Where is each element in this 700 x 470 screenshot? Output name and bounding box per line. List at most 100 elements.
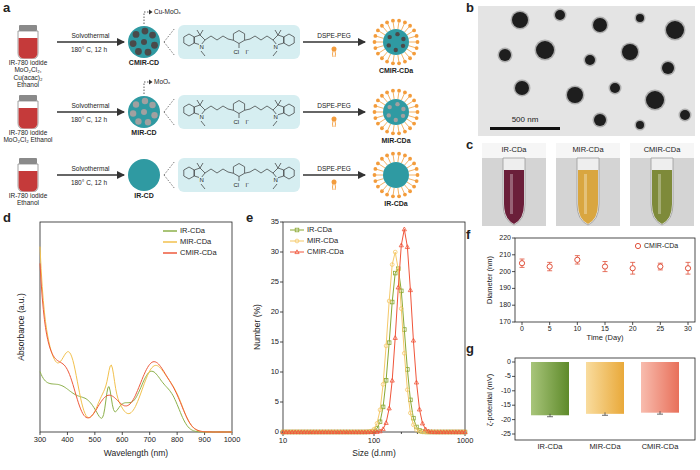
vial-shape bbox=[2, 158, 54, 192]
peg-chain bbox=[383, 185, 388, 190]
bond-line bbox=[245, 106, 273, 110]
atom-label: I⁻ bbox=[245, 49, 250, 56]
peg-chain bbox=[377, 46, 384, 48]
bond-line bbox=[273, 121, 277, 126]
data-marker bbox=[402, 351, 406, 355]
atom-label: I⁻ bbox=[245, 119, 250, 126]
product-name: IR-CD bbox=[122, 192, 166, 200]
peg-chain bbox=[405, 97, 410, 102]
bond-line bbox=[197, 30, 200, 35]
data-marker bbox=[387, 406, 391, 410]
peg-chain bbox=[379, 164, 385, 168]
lipid-head bbox=[373, 104, 377, 108]
axis-label: 200 bbox=[499, 268, 511, 276]
peg-chain bbox=[383, 160, 388, 165]
lipid-head bbox=[373, 116, 377, 120]
peg-chain bbox=[405, 52, 410, 57]
reagent-text: IR-780 iodide Ethanol bbox=[2, 192, 54, 207]
peg-chain bbox=[388, 94, 391, 100]
bond-line bbox=[201, 121, 205, 126]
panel-letter: e bbox=[246, 211, 253, 225]
lipid-head bbox=[376, 52, 380, 56]
legend-sample bbox=[290, 252, 304, 253]
legend-sample bbox=[290, 241, 304, 242]
lipid-icon bbox=[333, 184, 336, 190]
panel-letter: d bbox=[3, 211, 11, 225]
axis-label: 5 bbox=[548, 325, 552, 333]
axis-tick bbox=[512, 434, 515, 435]
axis-label: 180 bbox=[499, 301, 511, 309]
data-line bbox=[40, 247, 232, 432]
axis-label: Number (%) bbox=[253, 304, 262, 350]
axis-tick bbox=[660, 322, 661, 325]
process-arrow bbox=[303, 174, 365, 176]
data-line bbox=[283, 229, 465, 432]
tube-shape bbox=[651, 158, 673, 225]
error-bar bbox=[657, 414, 663, 415]
peg-chain bbox=[376, 112, 383, 113]
peg-chain bbox=[377, 179, 384, 181]
data-marker bbox=[384, 379, 388, 383]
data-marker bbox=[390, 263, 394, 267]
axis-label: Absorbance (a.u.) bbox=[17, 293, 26, 361]
lipid-head bbox=[403, 130, 407, 134]
reagent-text: IR-780 iodide MoO₂Cl₂, Cu(acac)₂ Ethanol bbox=[2, 59, 54, 89]
dotted-connector bbox=[164, 161, 175, 189]
category-label: CMIR-CDa bbox=[642, 443, 679, 451]
data-marker bbox=[399, 243, 403, 247]
atom-label: N bbox=[199, 44, 204, 51]
axis-label: 700 bbox=[143, 436, 156, 444]
nanoparticle-blob bbox=[621, 43, 640, 62]
bar bbox=[641, 362, 679, 413]
lipid-icon bbox=[332, 47, 337, 52]
peg-chain bbox=[405, 27, 410, 32]
vial-shape bbox=[2, 25, 54, 59]
axis-tick bbox=[280, 372, 283, 373]
bond-line bbox=[278, 30, 281, 35]
error-bar bbox=[575, 264, 580, 265]
data-marker bbox=[295, 239, 299, 243]
metal-oxide-dot bbox=[135, 118, 141, 124]
tube-highlight bbox=[584, 174, 587, 214]
nanoparticle-blob bbox=[610, 83, 620, 93]
nanoparticle-blob bbox=[585, 55, 595, 65]
legend-text: IR-CDa bbox=[307, 226, 332, 234]
lipid-head bbox=[373, 173, 377, 177]
axis-tick bbox=[67, 432, 68, 435]
data-marker bbox=[390, 378, 394, 382]
data-marker bbox=[408, 288, 412, 292]
metal-oxide-dot bbox=[395, 102, 399, 106]
panel-letter: a bbox=[3, 1, 10, 15]
peg-chain bbox=[388, 187, 391, 193]
vial-liquid bbox=[19, 38, 38, 58]
edge-label: DSPE-PEG bbox=[317, 165, 351, 172]
atom-label: N bbox=[199, 177, 204, 184]
lipid-head bbox=[408, 157, 412, 161]
coated-nanoparticle: MIR-CDa bbox=[368, 87, 424, 145]
bond-line bbox=[205, 106, 233, 110]
legend-text: CMIR-CDa bbox=[307, 248, 344, 256]
atom-label: N bbox=[273, 177, 278, 184]
vial-cap bbox=[19, 95, 37, 101]
error-bar bbox=[550, 414, 551, 417]
callout-label: Cu-MoOₓ bbox=[154, 8, 181, 15]
tube-highlight bbox=[510, 174, 513, 214]
tube-liquid bbox=[578, 170, 598, 224]
peg-chain bbox=[408, 179, 415, 181]
product-name: CMIR-CD bbox=[122, 59, 166, 67]
nanoparticle-shape bbox=[368, 17, 424, 67]
lipid-head bbox=[412, 161, 416, 165]
bond-line bbox=[284, 34, 294, 46]
atom-label: N bbox=[273, 114, 278, 121]
nanoparticle-blob bbox=[636, 121, 644, 129]
photo-ground bbox=[556, 143, 620, 158]
metal-oxide-dot bbox=[141, 109, 147, 115]
axis-label: 25 bbox=[271, 278, 279, 286]
lipid-head bbox=[385, 91, 389, 95]
peg-chain bbox=[408, 169, 415, 171]
data-marker bbox=[417, 407, 421, 411]
metal-oxide-dot bbox=[387, 113, 391, 117]
lipid-head bbox=[415, 46, 419, 50]
